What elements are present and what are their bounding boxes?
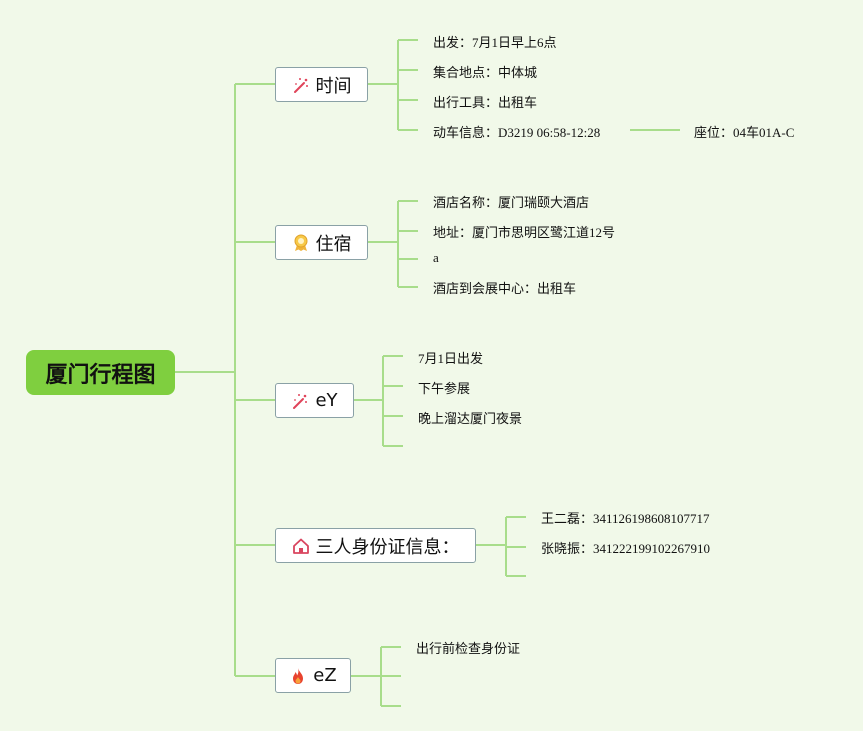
leaf-item[interactable]: 集合地点：中体城: [433, 65, 538, 80]
house-icon: [292, 537, 310, 555]
leaf-item[interactable]: 酒店到会展中心：出租车: [433, 281, 577, 296]
magic-wand-icon: [291, 392, 309, 410]
magic-wand-icon: [292, 76, 310, 94]
branch-node-time[interactable]: 时间: [275, 67, 368, 102]
leaf-item[interactable]: 下午参展: [418, 381, 471, 396]
branch-node-ey[interactable]: eY: [275, 383, 354, 418]
leaf-item[interactable]: 动车信息：D3219 06:58-12:28: [433, 125, 601, 140]
leaf-item[interactable]: 出行工具：出租车: [433, 95, 538, 110]
fire-icon: [289, 667, 307, 685]
branch-label: 时间: [315, 75, 352, 97]
branch-label: 住宿: [315, 233, 352, 255]
branch-node-ez[interactable]: eZ: [275, 658, 351, 693]
leaf-sub-item[interactable]: 座位：04车01A-C: [694, 125, 795, 140]
branch-label: eY: [315, 390, 338, 411]
leaf-item[interactable]: 张晓振：341222199102267910: [541, 541, 711, 556]
branch-label: eZ: [313, 665, 337, 686]
branch-label: 三人身份证信息：: [315, 536, 460, 558]
leaf-item[interactable]: 晚上溜达厦门夜景: [418, 411, 523, 426]
leaf-item[interactable]: 出行前检查身份证: [416, 641, 521, 656]
leaf-item[interactable]: 王二磊：341126198608107717: [541, 511, 710, 526]
leaf-item[interactable]: a: [433, 250, 439, 265]
leaf-item[interactable]: 7月1日出发: [418, 351, 484, 366]
branch-node-lodging[interactable]: 住宿: [275, 225, 368, 260]
root-node[interactable]: 厦门行程图: [26, 350, 175, 395]
branch-node-id-info[interactable]: 三人身份证信息：: [275, 528, 476, 563]
leaf-item[interactable]: 地址：厦门市思明区鹭江道12号: [433, 225, 616, 240]
award-ribbon-icon: [292, 234, 310, 252]
leaf-item[interactable]: 出发：7月1日早上6点: [433, 35, 557, 50]
leaf-item[interactable]: 酒店名称：厦门瑞颐大酒店: [433, 195, 590, 210]
